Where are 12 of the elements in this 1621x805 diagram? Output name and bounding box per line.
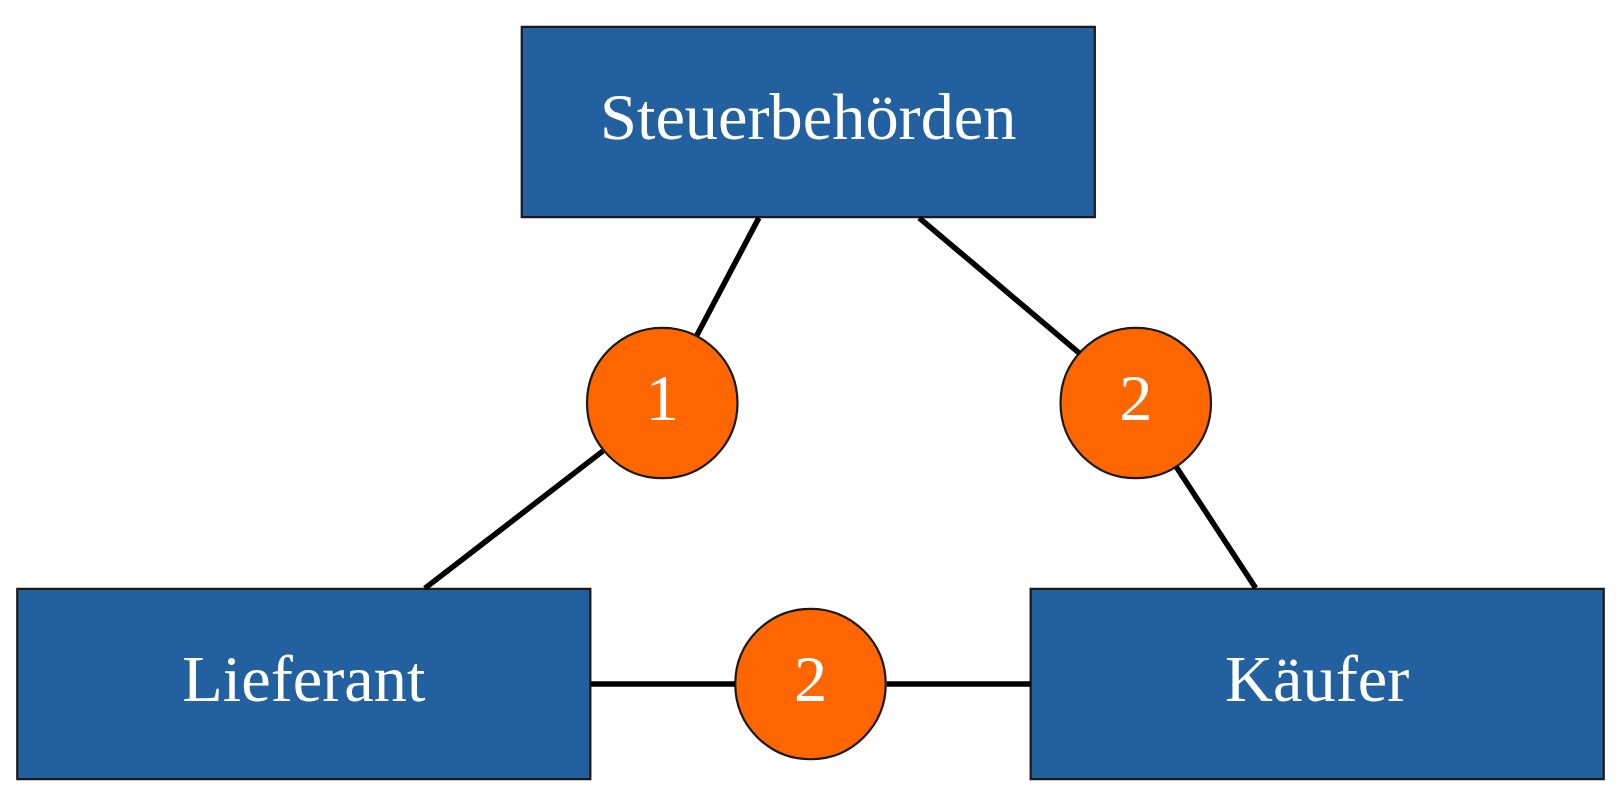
connector [1173,464,1258,589]
node-box: Lieferant [16,587,592,780]
connector [886,680,1031,687]
connector [423,448,605,591]
node-box: Käufer [1029,587,1605,780]
connector [590,680,735,687]
node-circle: 1 [585,326,739,479]
node-circle: 2 [734,607,887,760]
node-circle: 2 [1059,326,1213,479]
connector [694,216,762,336]
node-box: Steuerbehörden [520,25,1096,218]
connector [917,215,1082,355]
